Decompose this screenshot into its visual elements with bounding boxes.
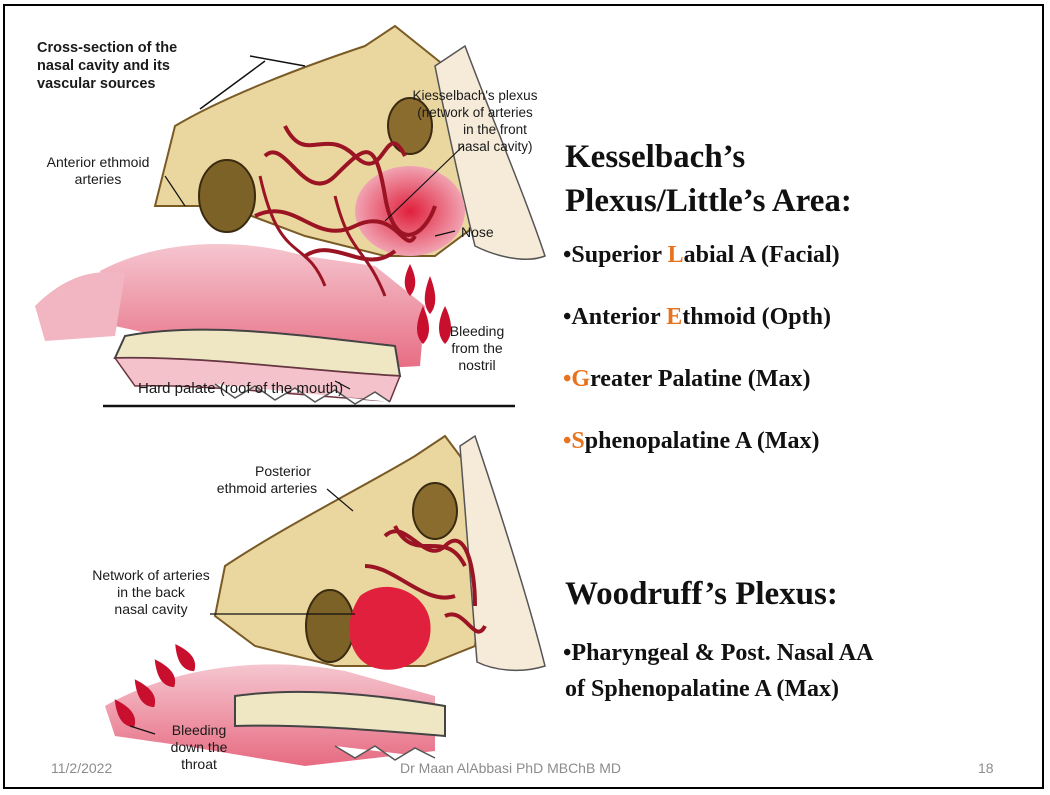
kiesselbach-label-line-1: Kiesselbach's plexus: [413, 88, 538, 103]
bleeding-throat-label-line-1: Bleeding: [172, 722, 227, 738]
figure-title-line-3: vascular sources: [37, 76, 156, 92]
bullet-accent-letter: S: [571, 428, 584, 454]
hard-palate-label: Hard palate (roof of the mouth): [138, 380, 343, 397]
bullet-text: Superior: [571, 242, 667, 268]
kesselbach-heading-line-2: Plexus/Little’s Area:: [565, 178, 852, 224]
bullet-greater-palatine: •Greater Palatine (Max): [563, 364, 810, 394]
bullet-accent-letter: L: [668, 242, 684, 268]
back-network-label-line-3: nasal cavity: [114, 601, 187, 617]
bullet-accent-letter: E: [666, 304, 682, 330]
back-network-label-line-2: in the back: [117, 584, 186, 600]
woodruff-line-2: of Sphenopalatine A (Max): [565, 674, 839, 704]
woodruff-line-1: •Pharyngeal & Post. Nasal AA: [563, 638, 873, 668]
bullet-text-tail: abial A (Facial): [684, 242, 840, 268]
figure-title-line-2: nasal cavity and its: [37, 58, 170, 74]
bleeding-throat-label-line-2: down the: [171, 739, 228, 755]
bullet-superior-labial: •Superior Labial A (Facial): [563, 240, 840, 270]
kiesselbach-label-line-2: (network of arteries: [417, 105, 533, 120]
bullet-text-tail: reater Palatine (Max): [590, 366, 810, 392]
bullet-text-tail: phenopalatine A (Max): [585, 428, 820, 454]
posterior-ethmoid-label-line-2: ethmoid arteries: [217, 480, 317, 496]
bleeding-throat-label-line-3: throat: [181, 756, 217, 772]
bullet-text: Anterior: [571, 304, 666, 330]
bleeding-nostril-label-line-3: nostril: [458, 357, 495, 373]
posterior-ethmoid-label-line-1: Posterior: [255, 463, 311, 479]
footer-date: 11/2/2022: [51, 760, 112, 776]
footer-author: Dr Maan AlAbbasi PhD MBChB MD: [400, 760, 621, 776]
figure-title-line-1: Cross-section of the: [37, 40, 177, 56]
bullet-accent-letter: G: [571, 366, 590, 392]
kesselbach-heading-line-1: Kesselbach’s: [565, 134, 745, 180]
anterior-ethmoid-label-line-2: arteries: [75, 171, 122, 187]
footer-page-number: 18: [978, 760, 994, 776]
bullet-text-tail: thmoid (Opth): [682, 304, 831, 330]
nasal-cavity-illustration: Cross-section of the nasal cavity and it…: [5, 6, 565, 791]
bullet-sphenopalatine: •Sphenopalatine A (Max): [563, 426, 819, 456]
bleeding-nostril-label-line-2: from the: [451, 340, 503, 356]
nose-label: Nose: [461, 224, 494, 240]
woodruff-heading: Woodruff’s Plexus:: [565, 571, 838, 617]
kiesselbach-label-line-4: nasal cavity): [457, 139, 532, 154]
anterior-ethmoid-label-line-1: Anterior ethmoid: [47, 154, 150, 170]
slide: Cross-section of the nasal cavity and it…: [3, 4, 1044, 789]
bullet-anterior-ethmoid: •Anterior Ethmoid (Opth): [563, 302, 831, 332]
kiesselbach-label-line-3: in the front: [463, 122, 527, 137]
bleeding-nostril-label-line-1: Bleeding: [450, 323, 505, 339]
back-network-label-line-1: Network of arteries: [92, 567, 209, 583]
